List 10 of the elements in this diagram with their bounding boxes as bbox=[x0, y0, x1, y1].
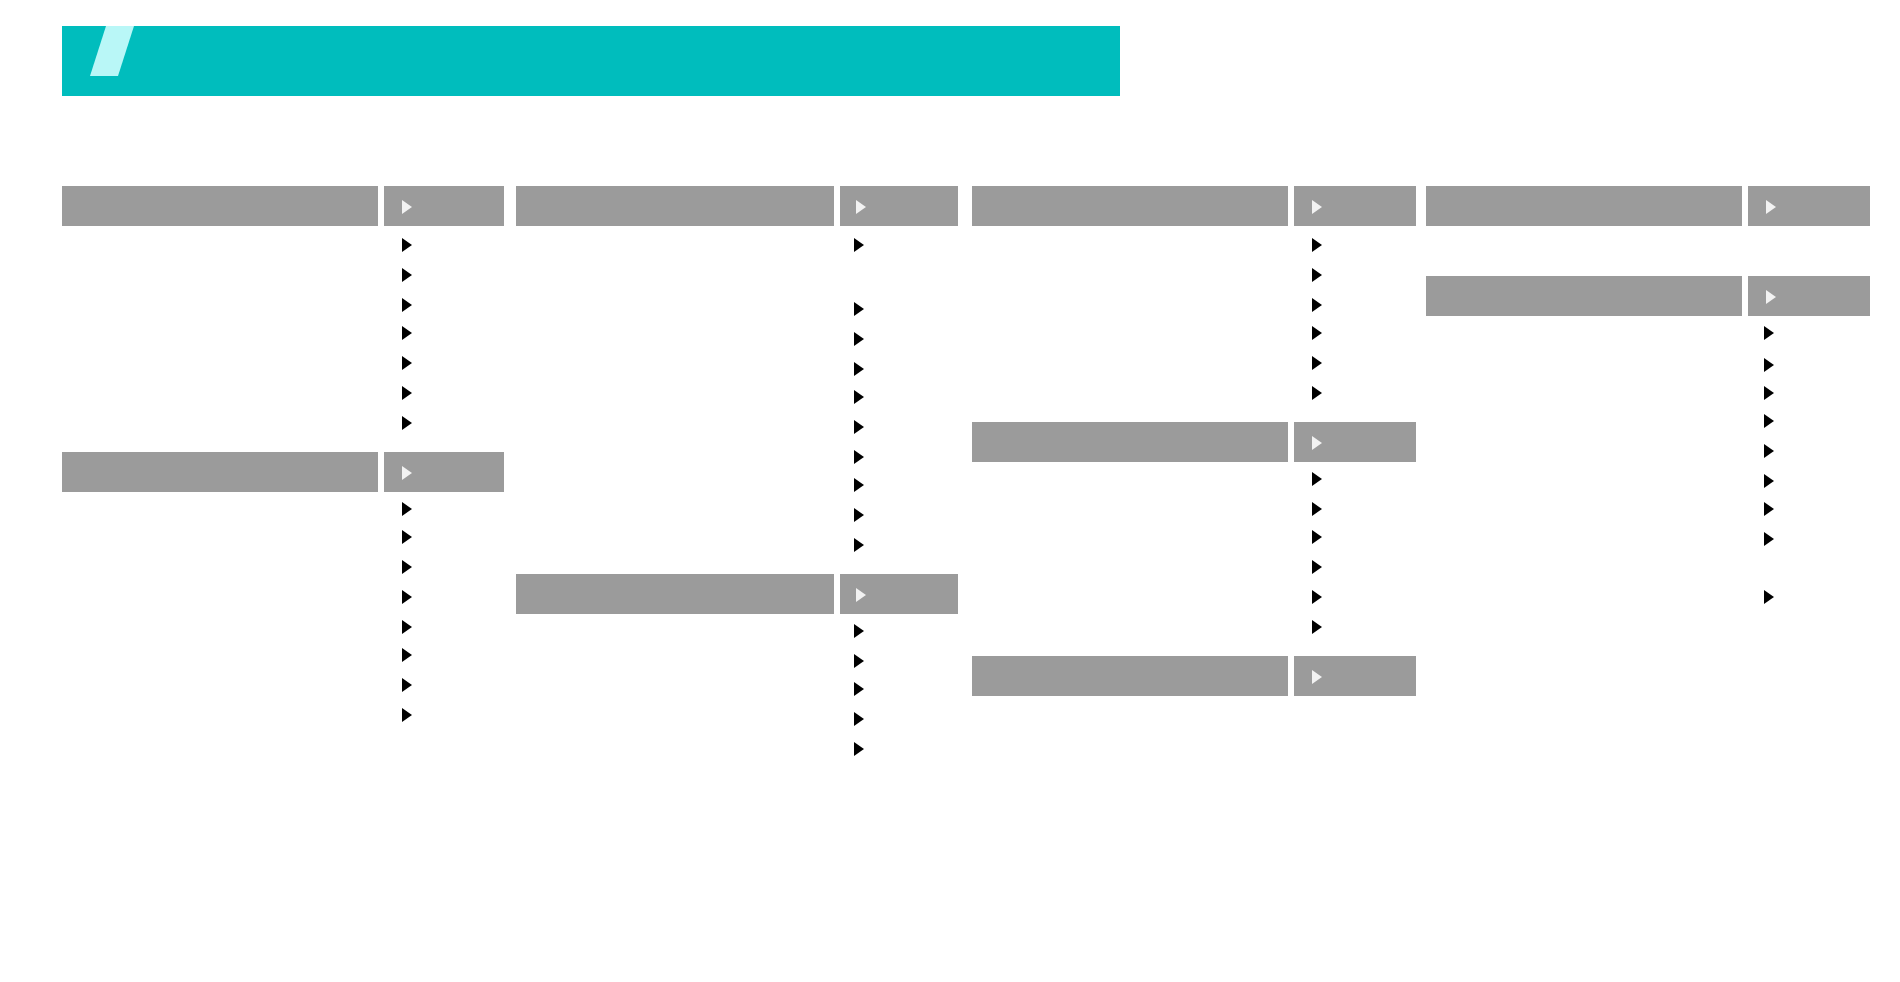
menu-header-bar bbox=[1426, 186, 1870, 226]
menu-header-bar bbox=[972, 422, 1416, 462]
title-bar bbox=[62, 26, 1120, 96]
menu-header-bar bbox=[516, 186, 958, 226]
menu-header-bar bbox=[62, 186, 504, 226]
menu-header-bar bbox=[972, 656, 1416, 696]
menu-header-bar bbox=[62, 452, 504, 492]
menu-header-bar bbox=[516, 574, 958, 614]
menu-header-bar bbox=[1426, 276, 1870, 316]
menu-header-bar bbox=[972, 186, 1416, 226]
